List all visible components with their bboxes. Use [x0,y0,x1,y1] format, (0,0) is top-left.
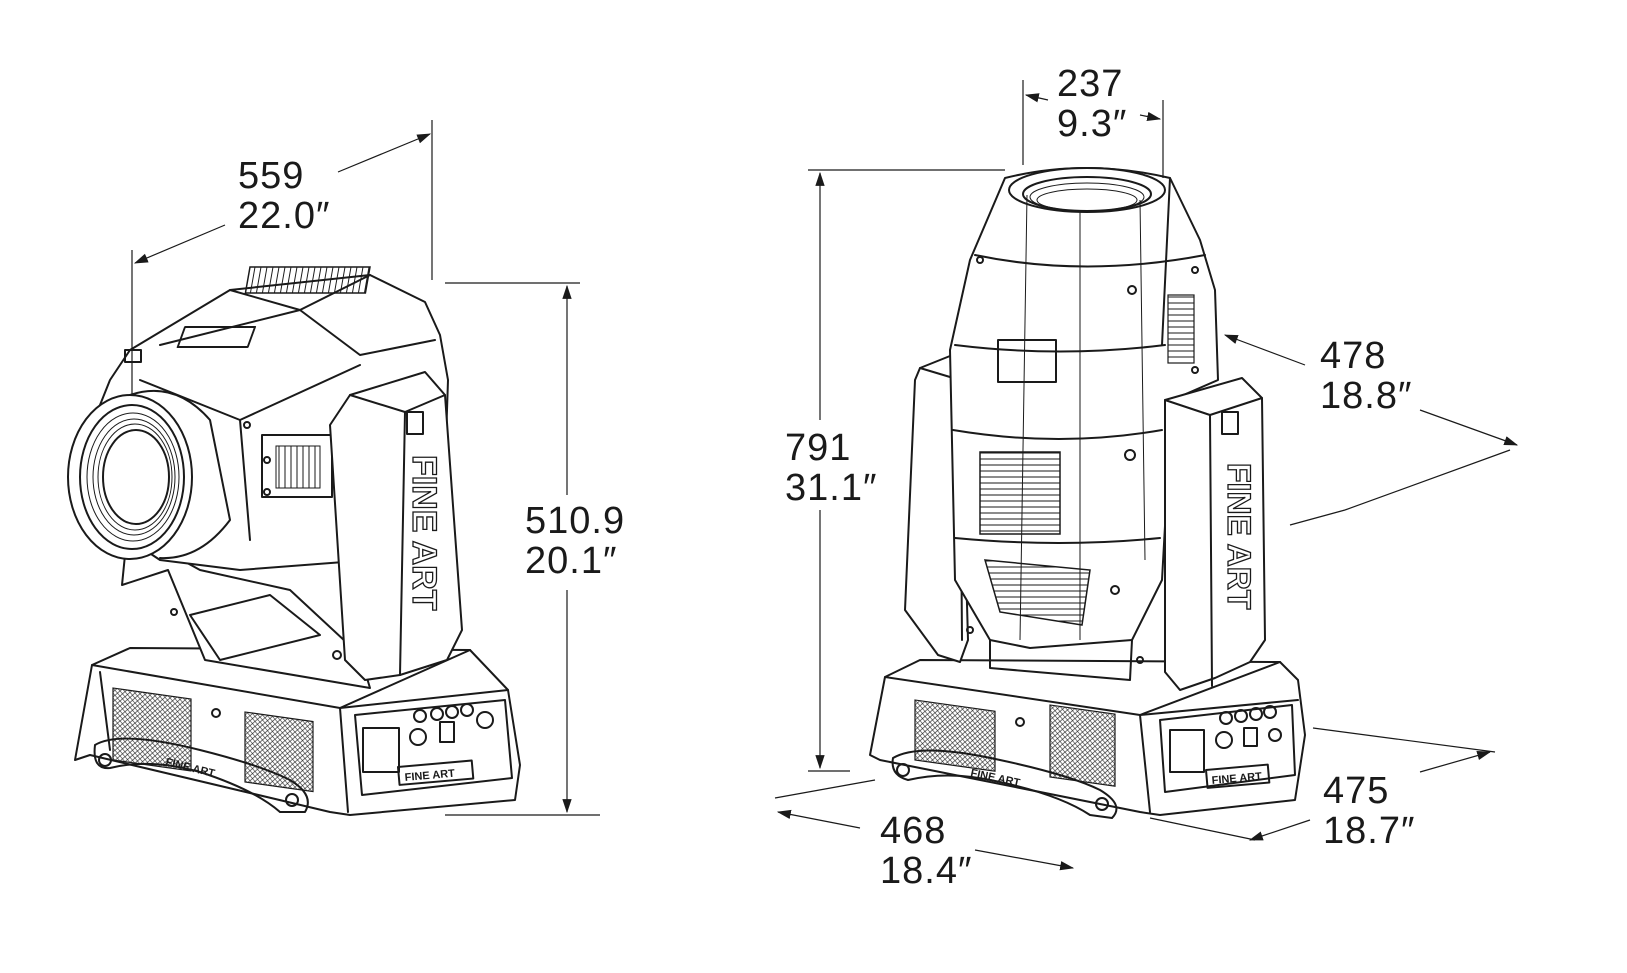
left-fixture-drawing: FINE ART FINE ART [67,266,521,816]
right-arm-brand: FINE ART [1221,463,1257,610]
right-base-brand: FINE ART [1211,771,1262,787]
right-base-side-mm: 475 [1323,770,1389,812]
right-base-front-in: 18.4″ [880,850,972,892]
right-dimensions [774,80,1519,871]
right-base: FINE ART FINE ART [869,659,1306,819]
right-lens-in: 9.3″ [1057,103,1127,145]
left-arm-brand: FINE ART [405,455,443,611]
right-lens-mm: 237 [1057,63,1123,105]
right-head [949,167,1219,681]
left-width-mm: 559 [238,155,304,197]
right-base-front-mm: 468 [880,810,946,852]
left-height-mm: 510.9 [525,500,625,542]
right-yoke-arm: FINE ART [1164,377,1266,691]
right-depth-mm: 478 [1320,335,1386,377]
right-height-in: 31.1″ [785,467,877,509]
left-base-brand: FINE ART [404,768,455,784]
left-height-in: 20.1″ [525,540,617,582]
left-yoke-arm: FINE ART [170,371,463,681]
left-width-in: 22.0″ [238,195,330,237]
right-depth-in: 18.8″ [1320,375,1412,417]
left-dimensions [131,120,600,816]
right-height-mm: 791 [785,427,851,469]
right-base-side-in: 18.7″ [1323,810,1415,852]
left-base: FINE ART FINE ART [74,647,521,816]
right-fixture-drawing: FINE ART FINE ART [869,167,1306,819]
